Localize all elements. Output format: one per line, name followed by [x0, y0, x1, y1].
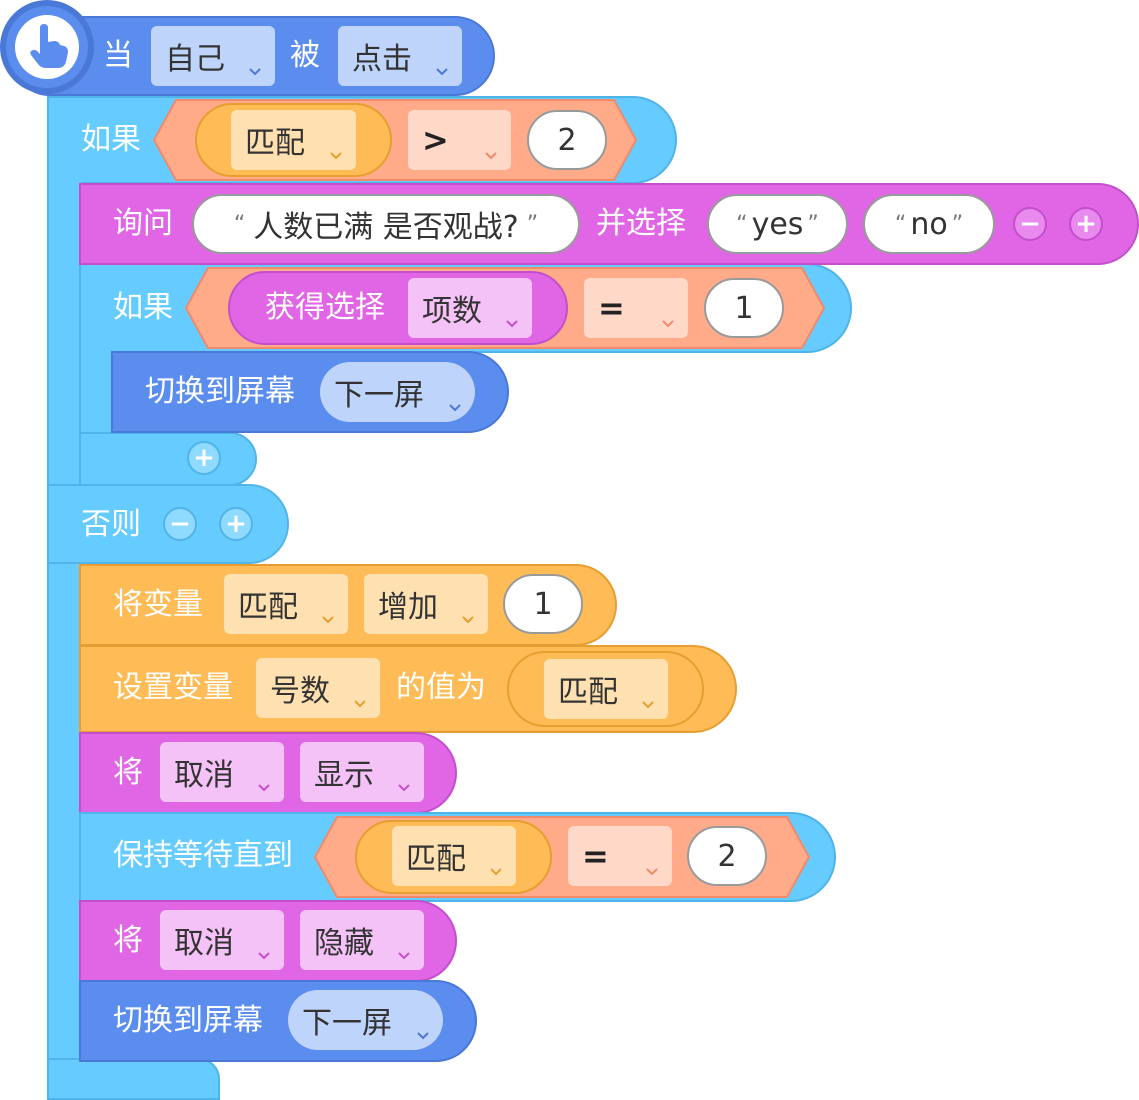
chevron-down-icon [258, 934, 270, 960]
var-dropdown[interactable]: 匹配 [231, 110, 356, 170]
chevron-down-icon [449, 386, 461, 412]
minus-icon[interactable]: − [163, 507, 197, 541]
hide-target-dropdown[interactable]: 取消 [160, 910, 284, 970]
switch-screen-label-2: 切换到屏幕 [113, 1003, 263, 1038]
event-dropdown[interactable]: 点击 [338, 26, 462, 86]
plus-icon[interactable]: + [219, 507, 253, 541]
value-of-label: 的值为 [396, 670, 486, 705]
show-action-dropdown[interactable]: 显示 [300, 742, 424, 802]
change-action-dropdown[interactable]: 增加 [364, 574, 488, 634]
chevron-down-icon [490, 850, 502, 876]
chevron-down-icon [436, 50, 448, 76]
and-choose-label: 并选择 [596, 206, 686, 241]
minus-icon[interactable]: − [1013, 207, 1047, 241]
if-label-2: 如果 [113, 290, 173, 325]
chevron-down-icon [354, 682, 366, 708]
screen-dropdown[interactable]: 下一屏 [320, 362, 475, 422]
if-else-bottom [47, 1058, 220, 1100]
if-label: 如果 [81, 122, 141, 157]
change-variable-label: 将变量 [113, 587, 203, 622]
chevron-down-icon [258, 766, 270, 792]
hide-label: 将 [113, 923, 143, 958]
option-input-2[interactable]: “ no ” [863, 194, 995, 254]
hat-icon-circle [0, 0, 94, 94]
wait-operator-dropdown[interactable]: = [568, 826, 672, 886]
chevron-down-icon [462, 598, 474, 624]
plus-icon[interactable]: + [187, 441, 221, 475]
hat-is-label: 被 [290, 38, 320, 73]
chevron-down-icon [642, 683, 654, 709]
switch-screen-label: 切换到屏幕 [145, 374, 295, 409]
chevron-down-icon [646, 850, 658, 876]
wait-var-dropdown[interactable]: 匹配 [392, 826, 516, 886]
chevron-down-icon [417, 1014, 429, 1040]
item-dropdown[interactable]: 项数 [408, 278, 532, 338]
wait-until-label: 保持等待直到 [113, 838, 293, 873]
ask-label: 询问 [113, 206, 173, 241]
show-target-dropdown[interactable]: 取消 [160, 742, 284, 802]
change-value-slot[interactable]: 1 [503, 574, 583, 634]
hide-action-dropdown[interactable]: 隐藏 [300, 910, 424, 970]
set-var-dropdown[interactable]: 号数 [256, 658, 380, 718]
value-slot[interactable]: 2 [527, 110, 607, 170]
hat-when-label: 当 [103, 38, 133, 73]
sprite-dropdown[interactable]: 自己 [151, 26, 275, 86]
wait-value-slot[interactable]: 2 [687, 826, 767, 886]
question-input[interactable]: “ 人数已满 是否观战? ” [192, 194, 580, 254]
chevron-down-icon [506, 302, 518, 328]
value-slot-2[interactable]: 1 [704, 278, 784, 338]
operator-dropdown[interactable]: > [408, 110, 511, 170]
get-choice-label: 获得选择 [265, 290, 385, 325]
chevron-down-icon [330, 134, 342, 160]
chevron-down-icon [249, 50, 261, 76]
set-value-dropdown[interactable]: 匹配 [544, 659, 668, 719]
chevron-down-icon [662, 302, 674, 328]
if-block-inner-bottom [79, 432, 257, 486]
option-input-1[interactable]: “ yes ” [707, 194, 848, 254]
change-var-dropdown[interactable]: 匹配 [224, 574, 348, 634]
chevron-down-icon [485, 134, 497, 160]
set-variable-label: 设置变量 [113, 670, 233, 705]
plus-icon[interactable]: + [1069, 207, 1103, 241]
pointing-hand-icon [30, 24, 68, 68]
operator-dropdown-2[interactable]: = [584, 278, 688, 338]
chevron-down-icon [398, 934, 410, 960]
if-else-block-arm [47, 96, 81, 1100]
show-label: 将 [113, 755, 143, 790]
chevron-down-icon [322, 598, 334, 624]
chevron-down-icon [398, 766, 410, 792]
else-label: 否则 [81, 507, 141, 542]
screen-dropdown-2[interactable]: 下一屏 [288, 990, 443, 1050]
